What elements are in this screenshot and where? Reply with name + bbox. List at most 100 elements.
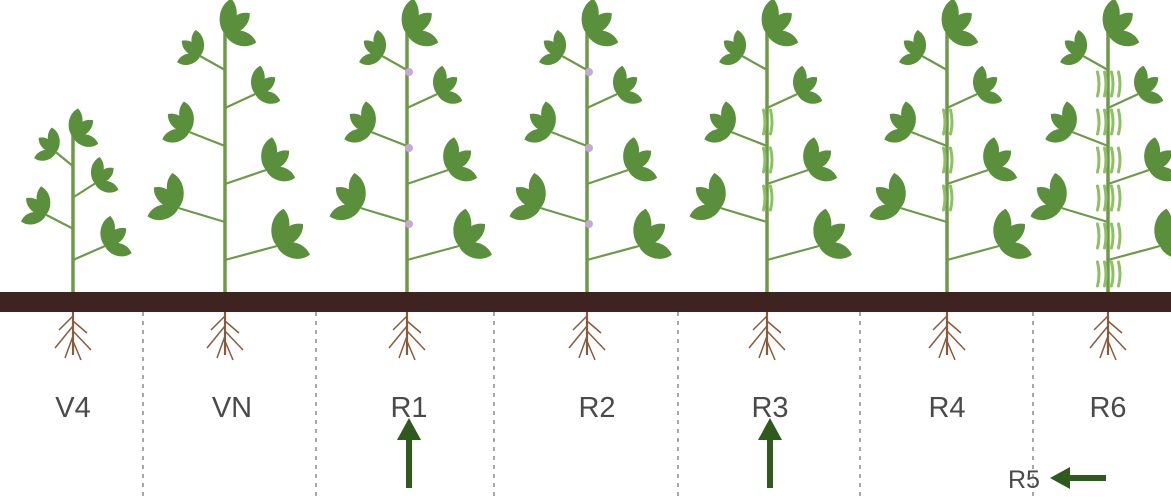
plant-r1 [328, 0, 494, 295]
root-branch-r6-4 [1100, 336, 1108, 358]
plant-r3 [688, 0, 854, 295]
plant-r4-petiole-1 [900, 208, 947, 222]
plant-v4-petiole-3 [56, 152, 73, 166]
arrow-up-r3 [758, 418, 782, 488]
arrow-up-r1 [397, 418, 421, 488]
plant-r6-pod-2-3 [1119, 186, 1121, 210]
root-branch-v4-1 [73, 321, 87, 333]
roots-layer [55, 312, 1126, 360]
root-branch-r3-4 [759, 336, 767, 358]
root-branch-v4-5 [73, 341, 81, 360]
plant-r3-petiole-2 [767, 170, 808, 184]
roots-vn [207, 312, 243, 360]
plant-r2 [508, 0, 674, 295]
root-branch-v4-4 [65, 336, 73, 358]
plant-r3-pod-2-1 [771, 186, 773, 210]
plant-v4 [19, 107, 133, 295]
roots-r2 [569, 312, 605, 360]
root-branch-r1-1 [407, 321, 421, 333]
plant-r4-pod-2-1 [951, 186, 953, 210]
root-branch-r1-5 [407, 341, 415, 360]
plant-r6-pod-0-0 [1098, 262, 1100, 286]
plant-r6-pod-5-2 [1112, 72, 1114, 96]
plants-layer [19, 0, 1171, 295]
plant-r6-pod-4-0 [1098, 110, 1100, 134]
plant-r2-petiole-2 [587, 170, 628, 184]
plant-r1-flower-3 [405, 144, 413, 152]
stage-label-vn: VN [212, 392, 252, 424]
root-branch-r4-4 [939, 336, 947, 358]
stage-label-r6: R6 [1089, 392, 1126, 424]
plant-r6-pod-2-2 [1112, 186, 1114, 210]
plant-r3-pod-4-0 [764, 110, 766, 134]
plant-r3-petiole-4 [767, 94, 797, 108]
plant-r2-petiole-4 [587, 94, 617, 108]
plant-r3-pod-3-1 [771, 148, 773, 172]
soil-strip [0, 292, 1171, 312]
plant-r6-pod-1-3 [1119, 224, 1121, 248]
plant-r6-pod-5-3 [1119, 72, 1121, 96]
arrow-left-r5 [1050, 467, 1106, 489]
plant-r6-pod-0-3 [1119, 262, 1121, 286]
plant-r6-pod-1-2 [1112, 224, 1114, 248]
plant-r1-petiole-3 [371, 132, 407, 146]
plant-r2-petiole-1 [540, 208, 587, 222]
plant-r6-petiole-5 [1083, 56, 1108, 70]
plant-r6-petiole-0 [1108, 246, 1160, 260]
plant-vn-petiole-2 [225, 170, 266, 184]
plant-r3-petiole-1 [720, 208, 767, 222]
root-branch-r2-1 [587, 321, 601, 333]
plant-r4-petiole-2 [947, 170, 988, 184]
plant-r1-petiole-2 [407, 170, 448, 184]
arrow-left-r5-head [1050, 467, 1070, 489]
plant-r1-petiole-0 [407, 246, 459, 260]
plant-r4-pod-4-1 [951, 110, 953, 134]
root-branch-r3-1 [767, 321, 781, 333]
plant-r1-petiole-1 [360, 208, 407, 222]
plant-r6-pod-0-1 [1105, 262, 1107, 286]
plant-r2-flower-1 [585, 220, 593, 228]
roots-r6 [1090, 312, 1126, 360]
plant-r2-flower-3 [585, 144, 593, 152]
plant-r1-petiole-4 [407, 94, 437, 108]
plant-r4-petiole-3 [911, 132, 947, 146]
plant-r6-pod-2-0 [1098, 186, 1100, 210]
roots-v4 [55, 312, 91, 360]
plant-r6-pod-3-3 [1119, 148, 1121, 172]
stage-label-r2: R2 [578, 392, 615, 424]
plant-r2-petiole-0 [587, 246, 639, 260]
root-branch-r1-4 [399, 336, 407, 358]
root-branch-vn-4 [217, 336, 225, 358]
plant-r2-petiole-3 [551, 132, 587, 146]
plant-v4-petiole-0 [73, 246, 105, 260]
plant-r2-petiole-5 [562, 56, 587, 70]
root-branch-r2-5 [587, 341, 595, 360]
stage-label-r4: R4 [928, 392, 965, 424]
plant-vn [146, 0, 312, 295]
root-branch-vn-5 [225, 341, 233, 360]
plant-r6-pod-4-1 [1105, 110, 1107, 134]
plant-r6-petiole-2 [1108, 170, 1149, 184]
plant-r6-pod-3-1 [1105, 148, 1107, 172]
plant-r2-flower-5 [585, 68, 593, 76]
plant-r6-pod-0-2 [1112, 262, 1114, 286]
plant-r1-flower-1 [405, 220, 413, 228]
plant-r4-petiole-0 [947, 246, 999, 260]
plant-r6-pod-1-0 [1098, 224, 1100, 248]
plant-r3-pod-3-0 [764, 148, 766, 172]
plant-r6-petiole-3 [1072, 132, 1108, 146]
root-branch-r3-5 [767, 341, 775, 360]
roots-r1 [389, 312, 425, 360]
plant-r6-pod-4-3 [1119, 110, 1121, 134]
plant-r3-pod-4-1 [771, 110, 773, 134]
plant-vn-petiole-1 [178, 208, 225, 222]
root-branch-r4-1 [947, 321, 961, 333]
plant-r6-pod-2-1 [1105, 186, 1107, 210]
plant-vn-petiole-0 [225, 246, 277, 260]
root-branch-vn-1 [225, 321, 239, 333]
plant-r1-petiole-5 [382, 56, 407, 70]
plant-vn-petiole-4 [225, 94, 255, 108]
root-branch-r2-4 [579, 336, 587, 358]
root-branch-r4-5 [947, 341, 955, 360]
